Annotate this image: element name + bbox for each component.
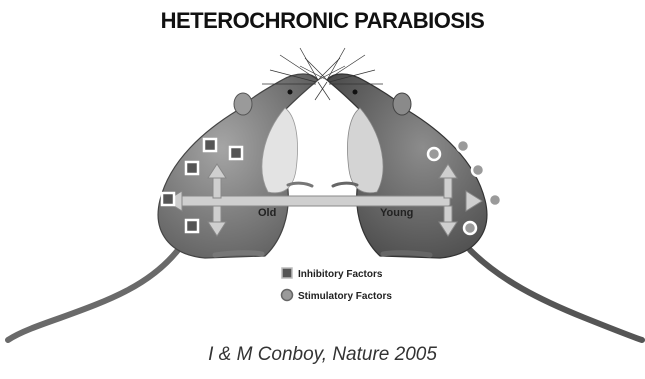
young-mouse-ear <box>393 93 411 115</box>
inhibitory-marker <box>186 162 198 174</box>
inhibitory-marker <box>230 147 242 159</box>
stimulatory-marker <box>489 194 501 206</box>
young-mouse-eye <box>353 90 358 95</box>
inhibitory-marker <box>204 139 216 151</box>
young-mouse-paw <box>333 183 357 186</box>
young-mouse-foot <box>383 253 430 255</box>
old-label: Old <box>258 207 276 219</box>
legend: Inhibitory Factors Stimulatory Factors <box>282 268 393 302</box>
square-marker-icon <box>282 268 292 278</box>
circle-marker-icon <box>282 290 293 301</box>
old-mouse-eye <box>288 90 293 95</box>
old-mouse-ear <box>234 93 252 115</box>
inhibitory-marker <box>186 220 198 232</box>
old-mouse-paw <box>288 183 312 186</box>
stimulatory-marker <box>428 148 440 160</box>
young-label: Young <box>380 207 413 219</box>
legend-inhibitory-label: Inhibitory Factors <box>298 269 383 280</box>
stimulatory-marker <box>457 140 469 152</box>
old-mouse-foot <box>215 253 262 255</box>
stimulatory-marker <box>464 222 476 234</box>
citation: I & M Conboy, Nature 2005 <box>0 344 645 366</box>
legend-stimulatory-label: Stimulatory Factors <box>298 291 392 302</box>
inhibitory-marker <box>162 193 174 205</box>
stimulatory-marker <box>472 164 484 176</box>
young-mouse-tail <box>470 250 642 340</box>
old-mouse-tail <box>8 250 178 340</box>
